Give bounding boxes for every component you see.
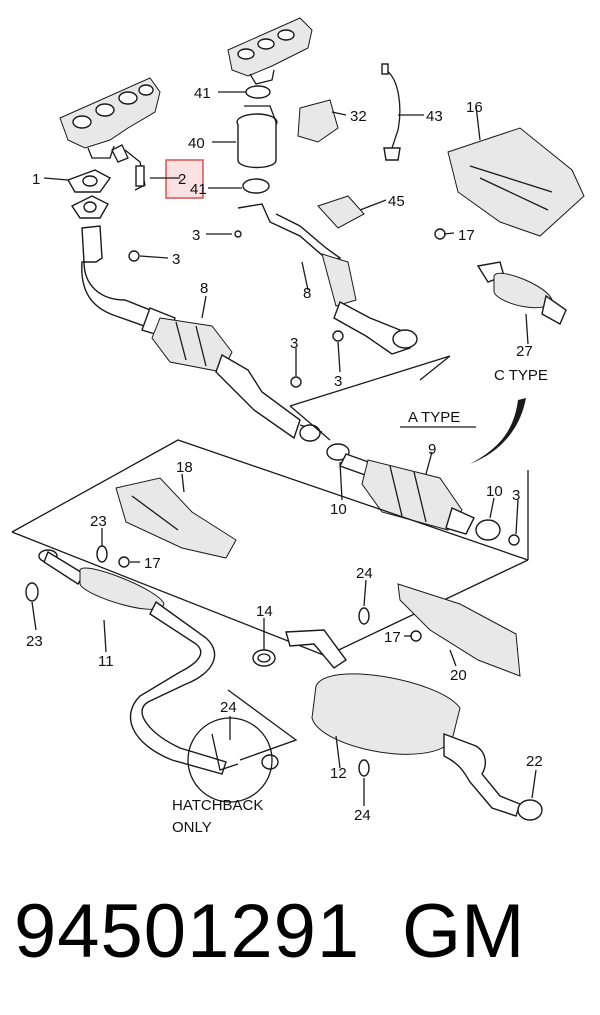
hanger-23-left: [25, 582, 39, 602]
callout-32: 32: [350, 108, 367, 125]
caption-hatchback: HATCHBACK: [172, 797, 263, 814]
callout-3-left: 3: [192, 227, 200, 244]
callout-3-mid-top: 3: [290, 335, 298, 352]
exhaust-manifold-top: [227, 17, 313, 85]
hatchback-detail-lines: [227, 689, 298, 761]
callout-9: 9: [428, 441, 436, 458]
callout-14: 14: [256, 603, 273, 620]
gasket-41-top: [245, 85, 271, 99]
oxygen-sensor-43: [381, 63, 401, 161]
callout-24-top: 24: [356, 565, 373, 582]
highlight-box-part-2: [165, 159, 204, 199]
callout-10-right: 10: [486, 483, 503, 500]
nut-3e: [508, 534, 520, 546]
assembly-frame: [11, 439, 529, 657]
exhaust-system-diagram: 1 2 41 40 41 32 43 16 45 3 17 3 8 8 3 3 …: [11, 17, 585, 836]
bracket-32: [297, 99, 339, 143]
callout-3-mid: 3: [334, 373, 342, 390]
nut-3c: [290, 376, 302, 388]
nut-17a: [434, 228, 446, 240]
caption-only: ONLY: [172, 819, 212, 836]
callout-41-top: 41: [194, 85, 211, 102]
hanger-24-bottom: [358, 759, 370, 777]
heat-shield-18: [115, 477, 237, 559]
callout-22: 22: [526, 753, 543, 770]
oxygen-sensor-part-2: [111, 144, 146, 191]
hanger-23-top: [96, 545, 108, 563]
callout-40: 40: [188, 135, 205, 152]
callout-11: 11: [98, 653, 114, 670]
exhaust-manifold-upper: [59, 77, 161, 159]
callout-43: 43: [426, 108, 443, 125]
nut-3d: [332, 330, 344, 342]
leader-lines: [31, 91, 537, 806]
callout-8-left: 8: [200, 280, 208, 297]
catalytic-converter-40: [236, 105, 278, 169]
callout-23-top: 23: [90, 513, 107, 530]
manifold-gasket: [66, 169, 112, 193]
rear-muffler-12: [285, 629, 543, 821]
callout-18: 18: [176, 459, 193, 476]
flange-left: [299, 424, 321, 442]
front-pipe-right: [237, 203, 418, 355]
callout-16: 16: [466, 99, 483, 116]
callout-12: 12: [330, 765, 347, 782]
callout-8-right: 8: [303, 285, 311, 302]
a-type-frame: [289, 355, 451, 441]
c-type-arrow: [470, 398, 526, 464]
catalytic-converter-9: [326, 443, 501, 541]
heat-shield-16: [447, 127, 585, 237]
hanger-24-top: [358, 607, 370, 625]
caption-c-type: C TYPE: [494, 367, 548, 384]
nut-17c: [410, 630, 422, 642]
callout-41-lower: 41: [190, 181, 207, 198]
gasket-41-lower: [242, 178, 270, 194]
callout-17-left: 17: [144, 555, 161, 572]
nut-3a: [128, 250, 140, 262]
callout-23-left: 23: [26, 633, 43, 650]
hatchback-bracket: [211, 733, 239, 771]
callout-17-lower: 17: [384, 629, 401, 646]
callout-2: 2: [178, 171, 186, 188]
callout-17-right: 17: [458, 227, 475, 244]
catalytic-converter-left: [151, 317, 301, 440]
part-number: 94501291: [14, 889, 361, 974]
callout-24-hatch: 24: [220, 699, 237, 716]
callout-20: 20: [450, 667, 467, 684]
caption-a-type: A TYPE: [408, 409, 460, 426]
clamp-14: [252, 649, 276, 667]
callout-3-pipe: 3: [172, 251, 180, 268]
heat-shield-45: [317, 195, 365, 229]
intermediate-pipe-11: [38, 549, 279, 775]
nut-17b: [118, 556, 130, 568]
c-type-assembly: [476, 261, 567, 325]
callout-27: 27: [516, 343, 533, 360]
callout-24-bottom: 24: [354, 807, 371, 824]
callout-45: 45: [388, 193, 405, 210]
callout-3-right: 3: [512, 487, 520, 504]
nut-3b: [234, 230, 242, 238]
callout-10-center: 10: [330, 501, 347, 518]
heat-shield-20: [397, 583, 521, 677]
callout-1: 1: [32, 171, 40, 188]
brand-label: GM: [402, 889, 525, 974]
flange-gasket: [70, 195, 109, 219]
